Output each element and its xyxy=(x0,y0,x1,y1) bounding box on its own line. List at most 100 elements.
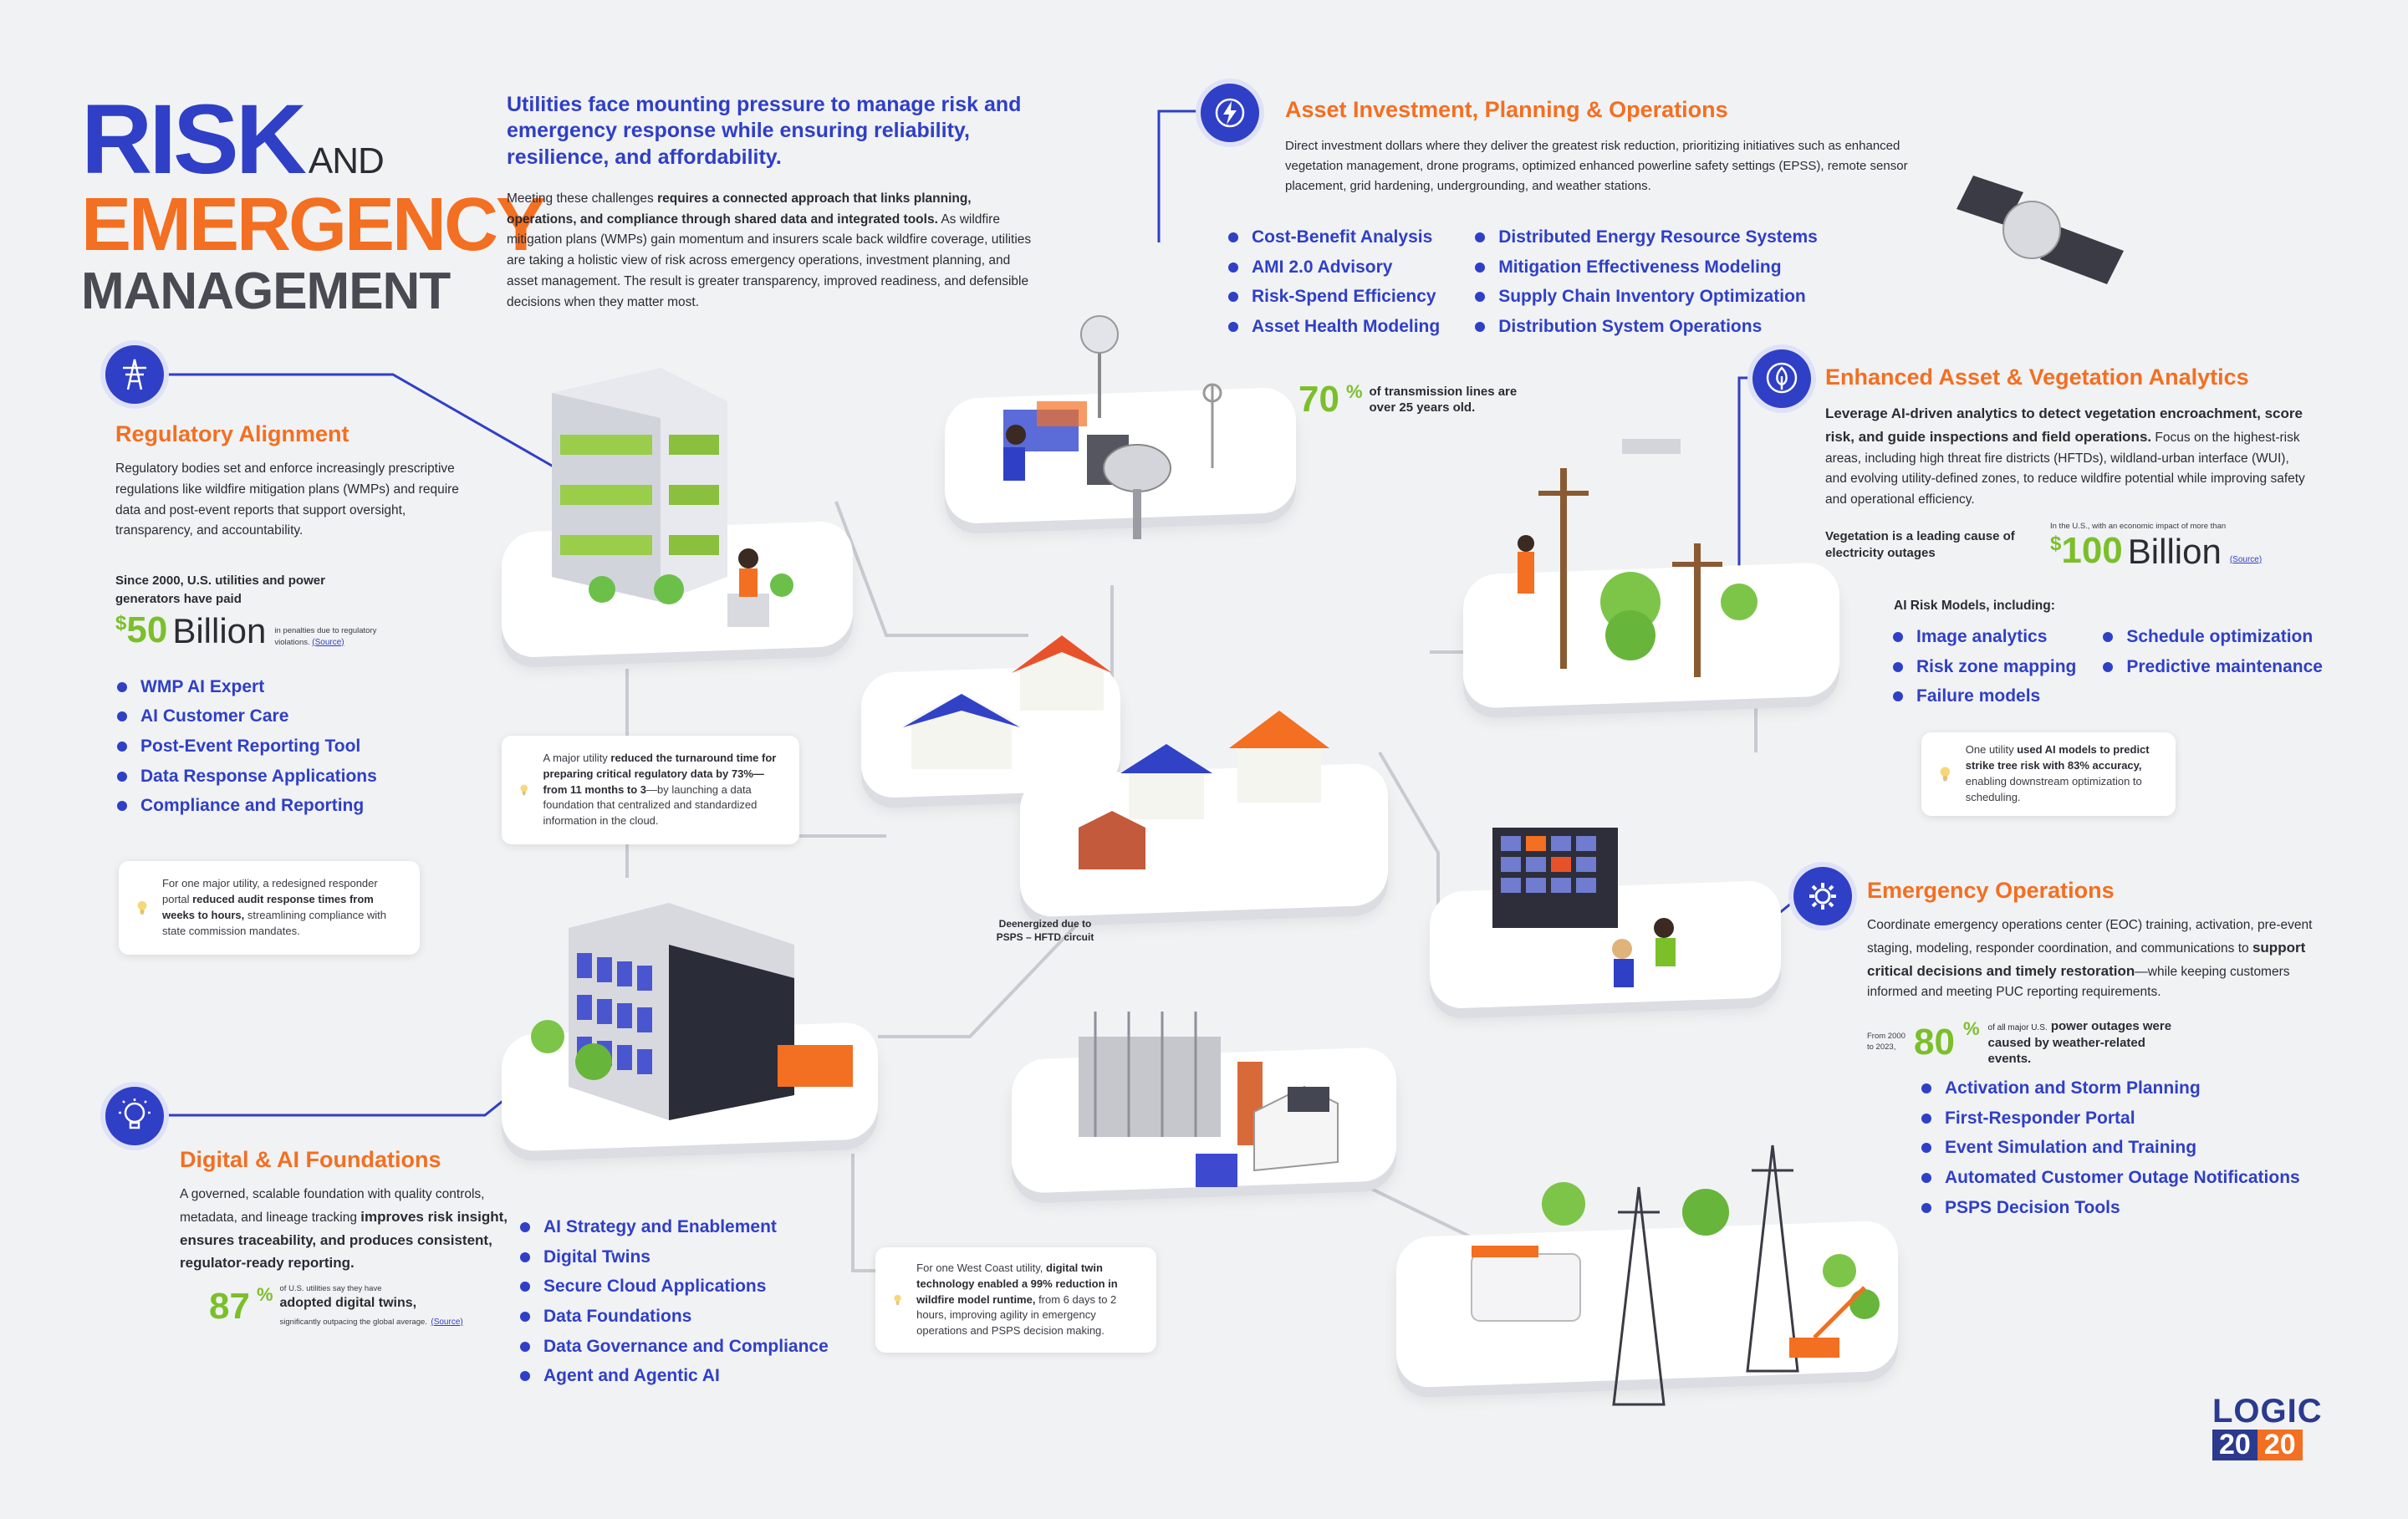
emergency-body: Coordinate emergency operations center (… xyxy=(1867,918,2313,1000)
gear-icon xyxy=(1809,883,1836,910)
emergency-section: Emergency Operations Coordinate emergenc… xyxy=(1867,878,2335,1003)
title-emergency: EMERGENCY xyxy=(81,183,546,267)
satellite-illustration xyxy=(1956,176,2124,284)
list-item: Secure Cloud Applications xyxy=(518,1272,829,1302)
list-item: Agent and Agentic AI xyxy=(518,1361,829,1391)
title-management: MANAGEMENT xyxy=(81,263,451,320)
asset-stat-number: 70 xyxy=(1298,379,1339,420)
vegetation-scene-illustration xyxy=(1518,439,1758,677)
intro-body: Meeting these challenges requires a conn… xyxy=(507,191,1032,309)
list-item: Automated Customer Outage Notifications xyxy=(1920,1163,2300,1193)
asset-list-left: Cost-Benefit Analysis AMI 2.0 Advisory R… xyxy=(1227,222,1440,342)
lightbulb-icon xyxy=(520,784,528,796)
center-callout: A major utility reduced the turnaround t… xyxy=(502,736,799,844)
houses-illustration xyxy=(903,635,1329,869)
emergency-stat-number: 80 xyxy=(1914,1022,1955,1063)
digital-section: Digital & AI Foundations A governed, sca… xyxy=(180,1147,514,1275)
digital-icon-circle xyxy=(105,1087,164,1145)
transmission-tower-icon xyxy=(123,359,146,390)
deenergized-label: Deenergized due to PSPS – HFTD circuit xyxy=(996,918,1094,943)
logo-left-number: 20 xyxy=(2212,1429,2258,1461)
asset-section: Asset Investment, Planning & Operations … xyxy=(1285,97,1921,196)
list-item: First-Responder Portal xyxy=(1920,1104,2300,1134)
list-item: Compliance and Reporting xyxy=(115,791,483,821)
digital-source-link[interactable]: (Source) xyxy=(431,1317,463,1327)
list-item: Schedule optimization xyxy=(2101,622,2323,652)
regulatory-body: Regulatory bodies set and enforce increa… xyxy=(115,461,459,538)
vegetation-callout-text: One utility used AI models to predict st… xyxy=(1965,743,2150,803)
list-item: Distribution System Operations xyxy=(1473,312,1818,342)
center-callout-text: A major utility reduced the turnaround t… xyxy=(543,751,777,828)
vegetation-icon-circle xyxy=(1752,349,1811,408)
list-item: Data Foundations xyxy=(518,1302,829,1332)
regulatory-source-link[interactable]: (Source) xyxy=(312,637,344,647)
lightning-icon xyxy=(1215,98,1245,128)
asset-body: Direct investment dollars where they del… xyxy=(1285,139,1908,193)
list-item: PSPS Decision Tools xyxy=(1920,1193,2300,1223)
regulatory-stat-lead: Since 2000, U.S. utilities and power gen… xyxy=(115,573,325,606)
list-item: Data Governance and Compliance xyxy=(518,1332,829,1362)
list-item: AI Customer Care xyxy=(115,701,483,731)
vegetation-models-label: AI Risk Models, including: xyxy=(1894,599,2055,613)
bottom-callout: For one West Coast utility, digital twin… xyxy=(875,1247,1156,1353)
list-item: Image analytics xyxy=(1891,622,2076,652)
digital-stat-number: 87 xyxy=(209,1286,250,1328)
office-building-illustration xyxy=(531,903,853,1120)
list-item: AI Strategy and Enablement xyxy=(518,1212,829,1242)
list-item: Post-Event Reporting Tool xyxy=(115,731,483,762)
regulatory-list: WMP AI Expert AI Customer Care Post-Even… xyxy=(115,672,483,821)
vegetation-section: Enhanced Asset & Vegetation Analytics Le… xyxy=(1825,364,2310,511)
title-block: RISK AND EMERGENCY MANAGEMENT xyxy=(81,90,546,320)
vegetation-title: Enhanced Asset & Vegetation Analytics xyxy=(1825,364,2249,390)
list-item: Supply Chain Inventory Optimization xyxy=(1473,282,1818,312)
digital-title: Digital & AI Foundations xyxy=(180,1147,441,1172)
digital-stat: 87 % of U.S. utilities say they have ado… xyxy=(209,1284,497,1329)
emergency-list: Activation and Storm Planning First-Resp… xyxy=(1920,1073,2300,1222)
regulatory-stat-unit: Billion xyxy=(172,610,267,650)
logo-top-text: LOGIC xyxy=(2212,1393,2323,1430)
substation-illustration xyxy=(1079,1012,1339,1187)
title-and: AND xyxy=(308,140,385,181)
intro-section: Utilities face mounting pressure to mana… xyxy=(507,92,1042,313)
intro-headline: Utilities face mounting pressure to mana… xyxy=(507,93,1022,169)
asset-title: Asset Investment, Planning & Operations xyxy=(1285,97,1728,122)
list-item: WMP AI Expert xyxy=(115,672,483,702)
asset-lists: Cost-Benefit Analysis AMI 2.0 Advisory R… xyxy=(1227,222,1818,342)
control-room-illustration xyxy=(1003,315,1222,539)
logo-right-number: 20 xyxy=(2257,1429,2303,1461)
list-item: Digital Twins xyxy=(518,1242,829,1272)
list-item: Asset Health Modeling xyxy=(1227,312,1440,342)
regulatory-callout: For one major utility, a redesigned resp… xyxy=(119,861,420,955)
lightbulb-icon xyxy=(137,900,147,915)
vegetation-stat-lead: Vegetation is a leading cause of electri… xyxy=(1825,529,2015,561)
digital-body: A governed, scalable foundation with qua… xyxy=(180,1187,508,1272)
regulatory-title: Regulatory Alignment xyxy=(115,421,349,446)
digital-stat-text: of U.S. utilities say they have adopted … xyxy=(279,1284,463,1327)
regulatory-stat-note: in penalties due to regulatory violation… xyxy=(274,626,377,647)
list-item: Risk zone mapping xyxy=(1891,652,2076,682)
eoc-illustration xyxy=(1492,828,1676,987)
emergency-stat-pre: From 2000 to 2023, xyxy=(1867,1032,1905,1053)
list-item: Risk-Spend Efficiency xyxy=(1227,282,1440,312)
regulatory-callout-text: For one major utility, a redesigned resp… xyxy=(161,877,387,937)
vegetation-stat: In the U.S., with an economic impact of … xyxy=(2050,522,2263,571)
emergency-stat: From 2000 to 2023, 80 % of all major U.S… xyxy=(1867,1018,2181,1068)
vegetation-source-link[interactable]: (Source) xyxy=(2229,554,2263,564)
list-item: Predictive maintenance xyxy=(2101,652,2323,682)
field-crew-illustration xyxy=(1471,1144,1880,1406)
lightbulb-icon xyxy=(119,1098,150,1129)
list-item: Distributed Energy Resource Systems xyxy=(1473,222,1818,252)
tree-icon xyxy=(1766,362,1798,394)
vegetation-stat-unit: Billion xyxy=(2127,531,2222,571)
list-item: Event Simulation and Training xyxy=(1920,1133,2300,1163)
list-item: Failure models xyxy=(1891,681,2076,711)
list-item: Cost-Benefit Analysis xyxy=(1227,222,1440,252)
list-item: AMI 2.0 Advisory xyxy=(1227,252,1440,283)
vegetation-list-right: Schedule optimization Predictive mainten… xyxy=(2101,622,2323,711)
regulatory-stat-number: 50 xyxy=(126,609,168,650)
vegetation-body: Leverage AI-driven analytics to detect v… xyxy=(1825,405,2305,507)
regulatory-icon-circle xyxy=(105,345,164,404)
digital-list: AI Strategy and Enablement Digital Twins… xyxy=(518,1212,829,1391)
emergency-stat-text: of all major U.S. power outages were cau… xyxy=(1987,1019,2172,1066)
